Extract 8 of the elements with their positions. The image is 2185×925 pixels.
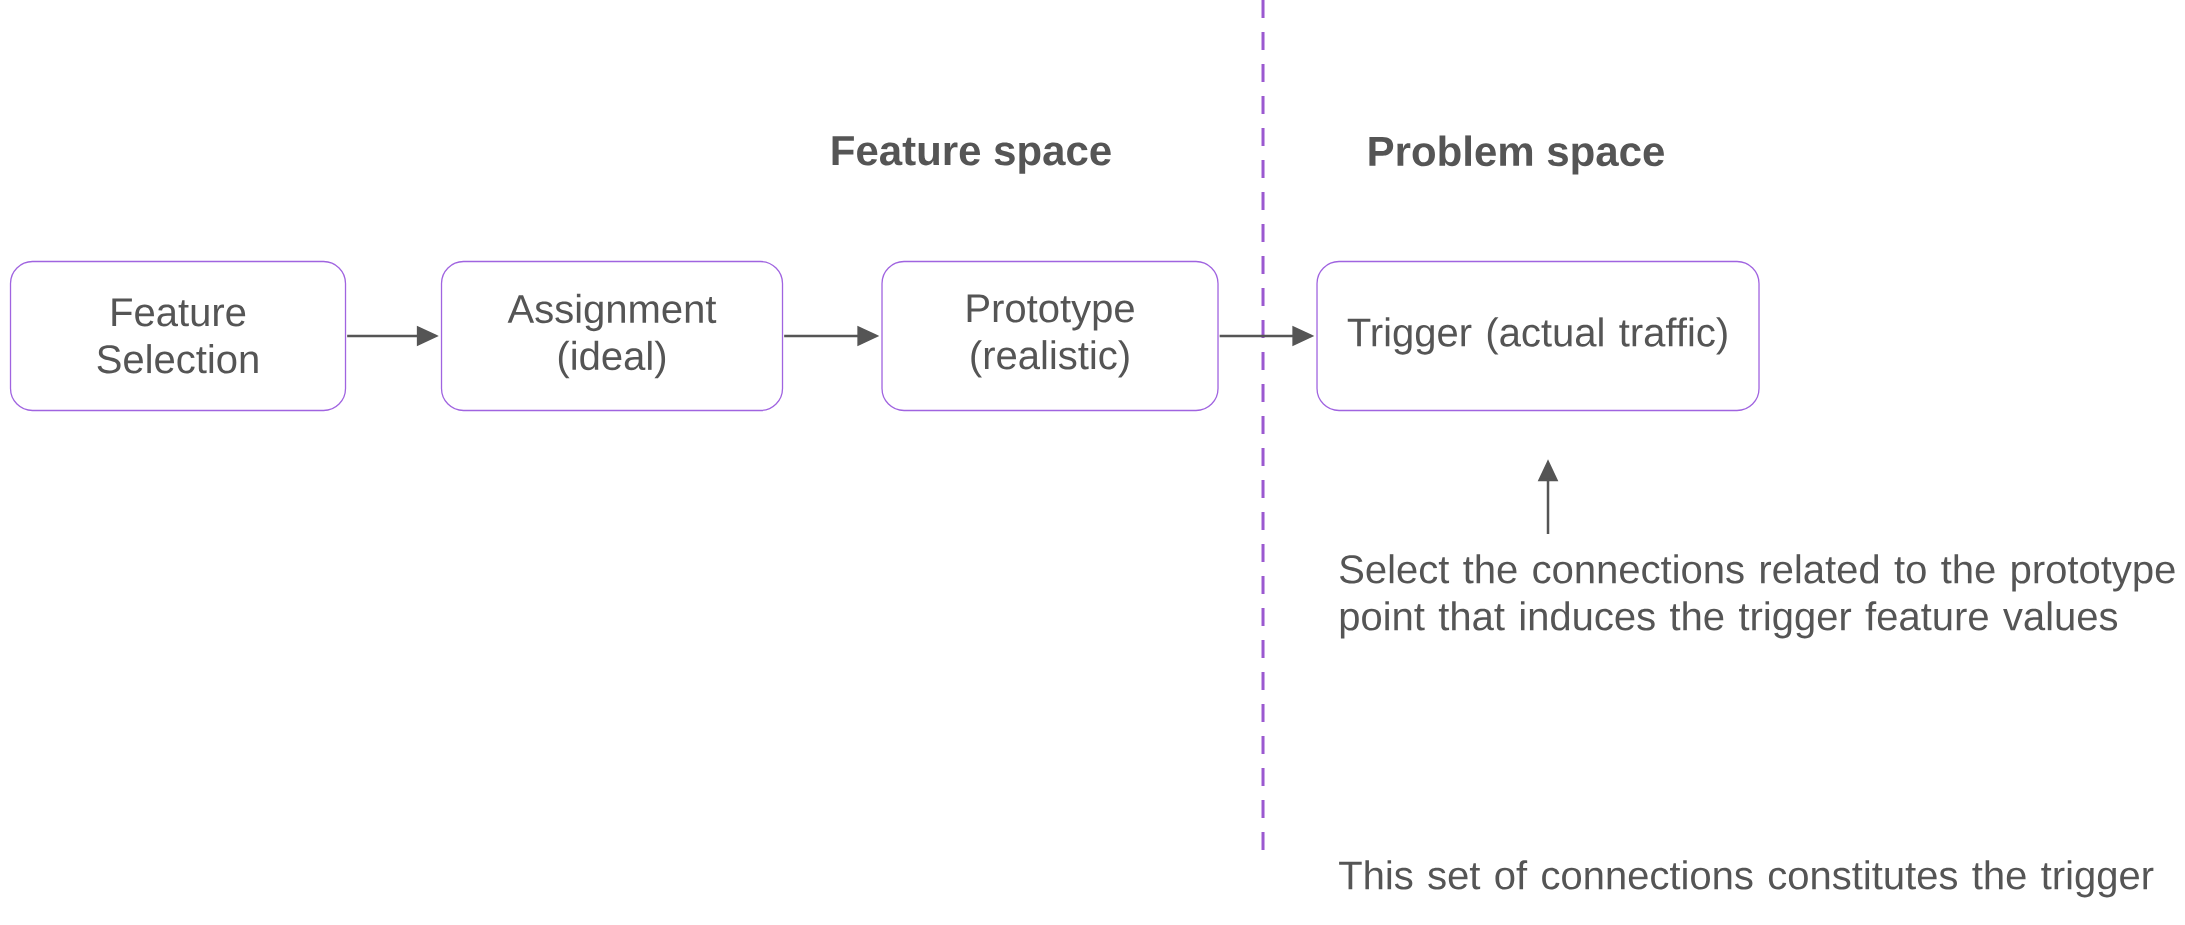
process-box: Assignment (ideal) xyxy=(440,260,784,412)
section-heading: Problem space xyxy=(1369,135,1664,175)
process-box: Prototype (realistic) xyxy=(881,260,1219,412)
note-text: Select the connections related to the prototype point that induces the trigger feature values xyxy=(1340,554,2175,639)
section-heading: Feature space xyxy=(832,136,1111,174)
process-box: Trigger (actual traffic) xyxy=(1316,260,1760,412)
process-box: Feature Selection xyxy=(9,260,347,412)
note-text: This set of connections constitutes the trigger xyxy=(1339,860,2154,898)
